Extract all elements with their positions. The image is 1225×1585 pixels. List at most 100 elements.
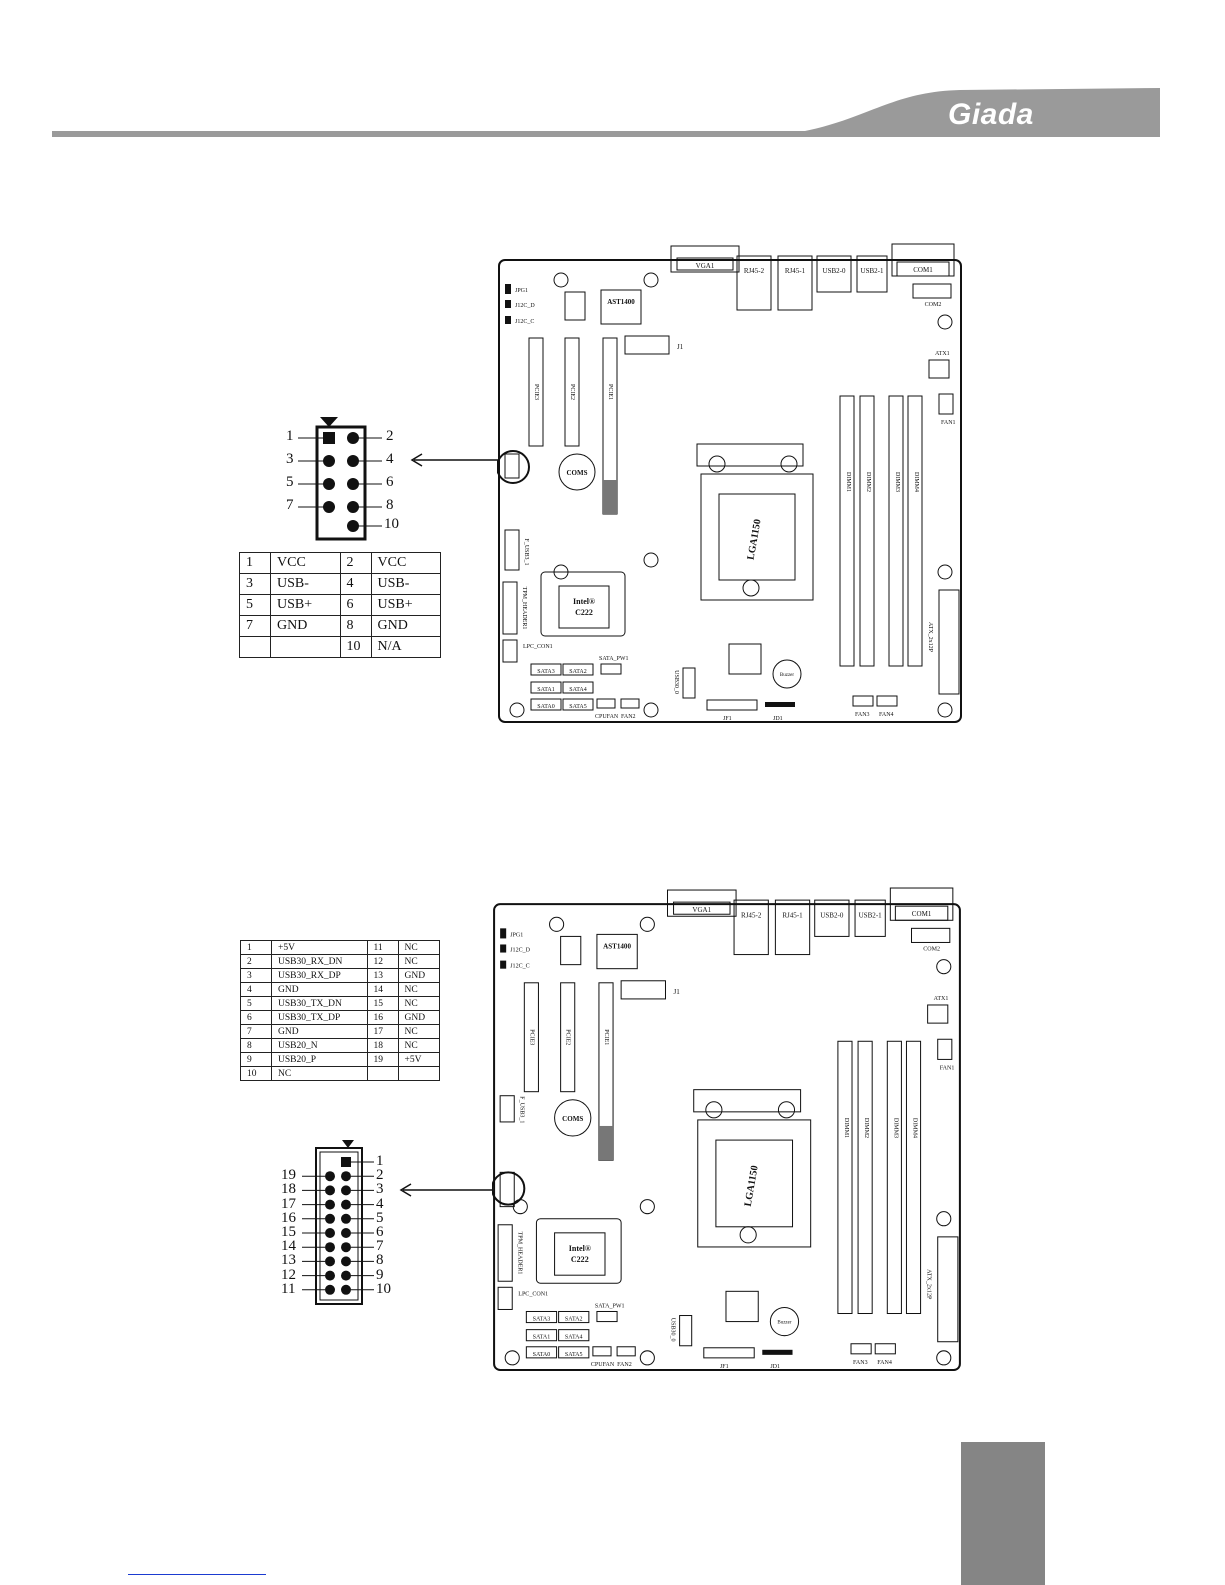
board-label: JF1 bbox=[720, 1364, 729, 1370]
pin-signal-cell: USB20_P bbox=[271, 1052, 368, 1067]
board-label: ATX1 bbox=[934, 996, 949, 1002]
board-label: DIMM1 bbox=[843, 1118, 849, 1138]
pin-label: 14 bbox=[281, 1238, 296, 1255]
board-label: CPUFAN bbox=[595, 714, 619, 720]
pin-dot bbox=[341, 1284, 351, 1295]
pin-number-cell: 4 bbox=[240, 982, 272, 997]
pin-label: 5 bbox=[286, 474, 294, 490]
board-label: RJ45-2 bbox=[744, 267, 765, 275]
board-label: AST1400 bbox=[607, 298, 635, 306]
board-label: ATX1 bbox=[935, 351, 950, 357]
board-label: COM1 bbox=[912, 910, 932, 918]
board-label: F_USB3_1 bbox=[518, 1096, 524, 1123]
pin-label: 2 bbox=[376, 1167, 384, 1184]
pin-signal-cell: VCC bbox=[370, 552, 441, 574]
pin-label: 11 bbox=[281, 1280, 296, 1297]
pin-label: 13 bbox=[281, 1252, 296, 1269]
pin-number-cell: 3 bbox=[239, 573, 271, 595]
board-label: USB30_0 bbox=[670, 1318, 676, 1342]
pin-number-cell: 6 bbox=[339, 594, 372, 616]
board-label: COM2 bbox=[923, 947, 940, 953]
motherboard-layout-top: VGA1 RJ45-2 RJ45-1 USB2-0 USB2-1 COM1 CO… bbox=[497, 243, 962, 723]
board-label: JD1 bbox=[773, 716, 783, 722]
pin-label: 18 bbox=[281, 1181, 296, 1198]
board-label: DIMM3 bbox=[894, 472, 900, 492]
pin-signal-cell: USB20_N bbox=[271, 1038, 368, 1053]
board-label: COMS bbox=[562, 1115, 583, 1123]
pin-signal-cell bbox=[397, 1066, 441, 1081]
board-label: SATA1 bbox=[533, 1335, 551, 1341]
board-label: FAN3 bbox=[855, 712, 870, 718]
pin-signal-cell: USB+ bbox=[270, 594, 341, 616]
board-label: LPC_CON1 bbox=[518, 1291, 548, 1297]
pin-label: 17 bbox=[281, 1195, 296, 1212]
board-label: SATA2 bbox=[565, 1317, 583, 1323]
board-label: USB2-0 bbox=[823, 267, 846, 275]
pin-dot bbox=[341, 1213, 351, 1224]
pin-label: 15 bbox=[281, 1224, 296, 1240]
pin-label: 7 bbox=[376, 1238, 384, 1255]
pin-dot bbox=[341, 1171, 351, 1182]
board-label: DIMM2 bbox=[863, 1118, 869, 1138]
pin-number-cell: 8 bbox=[339, 615, 372, 637]
board-label: J12C_D bbox=[515, 303, 535, 309]
pin-dot bbox=[325, 1256, 335, 1267]
pointer-arrow bbox=[410, 453, 500, 467]
board-label: AST1400 bbox=[603, 943, 631, 951]
pin-signal-cell: GND bbox=[397, 968, 441, 983]
pin-label: 10 bbox=[376, 1280, 391, 1297]
footer-link-underline bbox=[128, 1574, 266, 1575]
pin-number-cell: 4 bbox=[339, 573, 372, 595]
pin-number-cell: 18 bbox=[366, 1038, 399, 1053]
board-label: RJ45-1 bbox=[785, 267, 806, 275]
pin-signal-cell: NC bbox=[397, 940, 441, 955]
pin-dot bbox=[341, 1199, 351, 1210]
pin-number-cell: 16 bbox=[366, 1010, 399, 1025]
board-label: SATA2 bbox=[569, 669, 587, 675]
page-number-block bbox=[961, 1442, 1045, 1585]
board-label: ATX_2x12P bbox=[926, 1269, 932, 1300]
board-label: JPG1 bbox=[510, 932, 523, 938]
board-label: Buzzer bbox=[780, 673, 794, 678]
board-label: COMS bbox=[567, 469, 588, 477]
board-label: SATA3 bbox=[537, 669, 555, 675]
pin-dot bbox=[325, 1213, 335, 1224]
pin-signal-cell: GND bbox=[397, 1010, 441, 1025]
header-banner bbox=[52, 88, 1160, 137]
pin-label: 3 bbox=[286, 451, 294, 467]
pin-signal-cell bbox=[270, 636, 341, 658]
board-label: JF1 bbox=[723, 716, 732, 722]
board-label: PCIE2 bbox=[565, 1029, 571, 1045]
pin-signal-cell: USB30_TX_DN bbox=[271, 996, 368, 1011]
board-label: FAN4 bbox=[879, 712, 894, 718]
pin-signal-cell: USB- bbox=[270, 573, 341, 595]
board-label: TPM_HEADER1 bbox=[516, 1232, 522, 1275]
board-label: DIMM3 bbox=[892, 1118, 898, 1138]
pin-dot bbox=[341, 1270, 351, 1281]
pin-number-cell: 7 bbox=[239, 615, 271, 637]
pin-number-cell: 3 bbox=[240, 968, 272, 983]
pin-number-cell: 11 bbox=[366, 940, 399, 955]
pin-signal-cell: USB30_TX_DP bbox=[271, 1010, 368, 1025]
pin-label: 6 bbox=[386, 474, 394, 490]
pin-number-cell: 10 bbox=[339, 636, 372, 658]
pin-label: 16 bbox=[281, 1209, 296, 1226]
pin-signal-cell: GND bbox=[370, 615, 441, 637]
motherboard-layout-bottom: VGA1 RJ45-2 RJ45-1 USB2-0 USB2-1 COM1 CO… bbox=[492, 887, 961, 1371]
board-label: DIMM2 bbox=[865, 472, 871, 492]
pin-number-cell: 2 bbox=[339, 552, 372, 574]
pin-label: 7 bbox=[286, 497, 294, 513]
pin-number-cell bbox=[239, 636, 271, 658]
board-label: FAN4 bbox=[877, 1360, 892, 1366]
board-label: F_USB3_1 bbox=[523, 538, 529, 565]
board-label: PCIE3 bbox=[533, 384, 539, 400]
pointer-arrow bbox=[399, 1183, 492, 1197]
board-label: USB30_0 bbox=[673, 670, 679, 694]
board-label: RJ45-2 bbox=[741, 911, 762, 919]
board-label: Buzzer bbox=[777, 1320, 792, 1326]
